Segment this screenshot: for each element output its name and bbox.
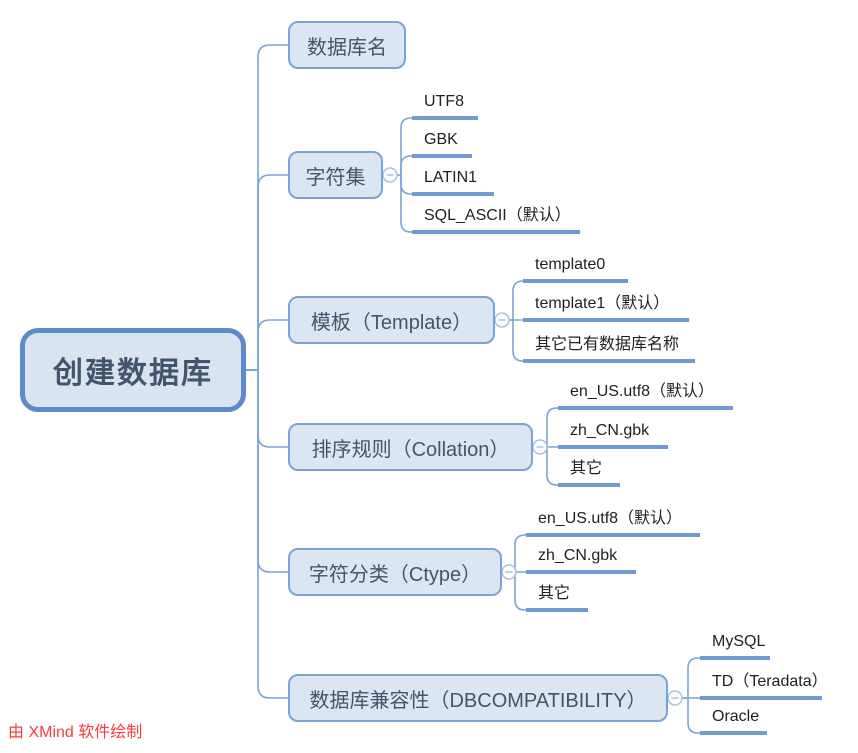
leaf-collation-other[interactable]: 其它 xyxy=(558,458,620,487)
connector-template-other xyxy=(512,320,526,362)
collapse-minus-icon-collation[interactable] xyxy=(532,439,548,455)
leaf-ctype-zh-cn-gbk[interactable]: zh_CN.gbk xyxy=(526,545,636,574)
connector-collation-other xyxy=(546,447,561,486)
connector-charset-gbk xyxy=(400,155,414,175)
connector-root-to-charset xyxy=(246,174,288,371)
connector-ctype-other xyxy=(514,572,529,611)
leaf-ctype-other[interactable]: 其它 xyxy=(526,583,588,612)
leaf-ctype-en-us-utf8-default[interactable]: en_US.utf8（默认） xyxy=(526,508,700,537)
leaf-collation-en-us-utf8-default[interactable]: en_US.utf8（默认） xyxy=(558,381,733,410)
leaf-collation-zh-cn-gbk[interactable]: zh_CN.gbk xyxy=(558,420,668,449)
leaf-sql-ascii-default[interactable]: SQL_ASCII（默认） xyxy=(412,205,580,234)
leaf-oracle[interactable]: Oracle xyxy=(700,706,767,735)
topic-collation[interactable]: 排序规则（Collation） xyxy=(288,423,533,471)
connector-charset-sql-ascii xyxy=(400,175,414,233)
collapse-minus-icon-template[interactable] xyxy=(494,312,510,328)
xmind-watermark-text: 由 XMind 软件绘制 xyxy=(8,724,143,741)
leaf-td-teradata[interactable]: TD（Teradata） xyxy=(700,671,828,700)
leaf-mysql[interactable]: MySQL xyxy=(700,631,770,660)
connector-ctype-enus xyxy=(502,534,529,573)
connector-dbcompat-oracle xyxy=(687,698,703,734)
connector-template0 xyxy=(495,280,526,321)
connector-root-to-template xyxy=(246,319,288,371)
topic-dbcompatibility[interactable]: 数据库兼容性（DBCOMPATIBILITY） xyxy=(288,674,668,722)
connector-root-to-collation xyxy=(246,369,288,448)
collapse-minus-icon-dbcompat[interactable] xyxy=(667,690,683,706)
leaf-utf8[interactable]: UTF8 xyxy=(412,91,478,120)
topic-template[interactable]: 模板（Template） xyxy=(288,296,495,344)
topic-db-name[interactable]: 数据库名 xyxy=(288,21,406,69)
collapse-minus-icon-ctype[interactable] xyxy=(501,564,517,580)
topic-charset[interactable]: 字符集 xyxy=(288,151,383,199)
collapse-minus-icon-charset[interactable] xyxy=(382,167,398,183)
topic-ctype[interactable]: 字符分类（Ctype） xyxy=(288,548,502,596)
leaf-other-existing-db-names[interactable]: 其它已有数据库名称 xyxy=(523,334,695,363)
root-topic-create-database[interactable]: 创建数据库 xyxy=(20,328,246,412)
leaf-latin1[interactable]: LATIN1 xyxy=(412,167,494,196)
connector-charset-utf8 xyxy=(383,117,414,176)
connector-root-to-ctype xyxy=(246,369,288,573)
leaf-template0[interactable]: template0 xyxy=(523,254,628,283)
leaf-gbk[interactable]: GBK xyxy=(412,129,472,158)
connector-root-to-dbcompat xyxy=(246,369,288,699)
connector-dbcompat-mysql xyxy=(668,657,703,699)
connector-collation-enus xyxy=(533,407,561,448)
connector-root-to-db-name xyxy=(246,44,288,371)
leaf-template1-default[interactable]: template1（默认） xyxy=(523,293,689,322)
